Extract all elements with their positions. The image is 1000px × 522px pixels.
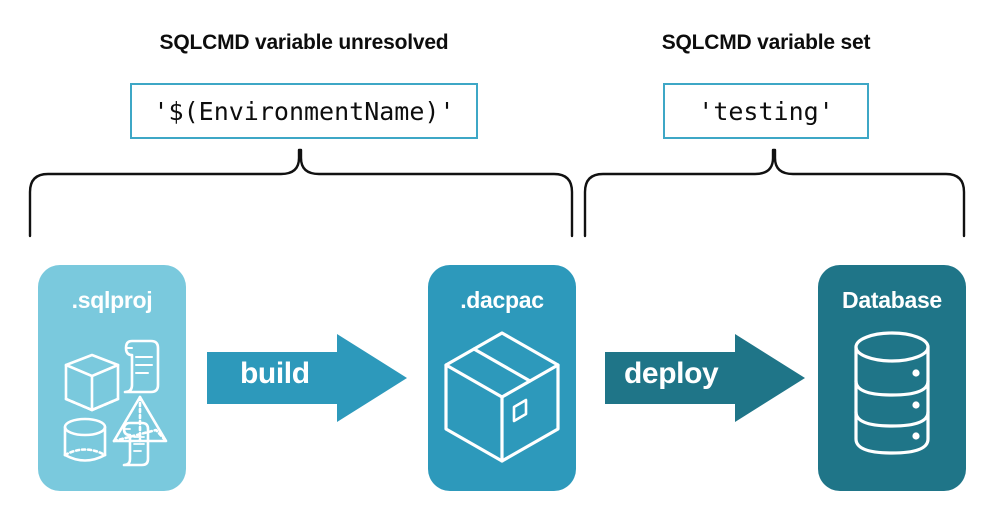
code-value-box-unresolved: '$(EnvironmentName)' bbox=[130, 83, 478, 139]
arrow-build-icon bbox=[207, 334, 407, 422]
curly-brace-left-icon bbox=[28, 148, 574, 238]
stage-dacpac[interactable]: .dacpac bbox=[428, 265, 576, 491]
curly-brace-right-icon bbox=[583, 148, 966, 238]
database-cylinder-icon bbox=[818, 327, 966, 463]
stage-database-label: Database bbox=[842, 287, 942, 313]
sql-project-objects-icon bbox=[38, 327, 186, 467]
stage-sqlproj[interactable]: .sqlproj bbox=[38, 265, 186, 491]
code-value-box-set: 'testing' bbox=[663, 83, 869, 139]
package-box-icon bbox=[428, 327, 576, 467]
section-heading-left: SQLCMD variable unresolved bbox=[159, 31, 449, 54]
arrow-deploy-icon bbox=[605, 334, 805, 422]
section-heading-right: SQLCMD variable set bbox=[661, 31, 871, 54]
stage-dacpac-label: .dacpac bbox=[460, 287, 544, 313]
stage-sqlproj-label: .sqlproj bbox=[71, 287, 153, 313]
stage-database[interactable]: Database bbox=[818, 265, 966, 491]
